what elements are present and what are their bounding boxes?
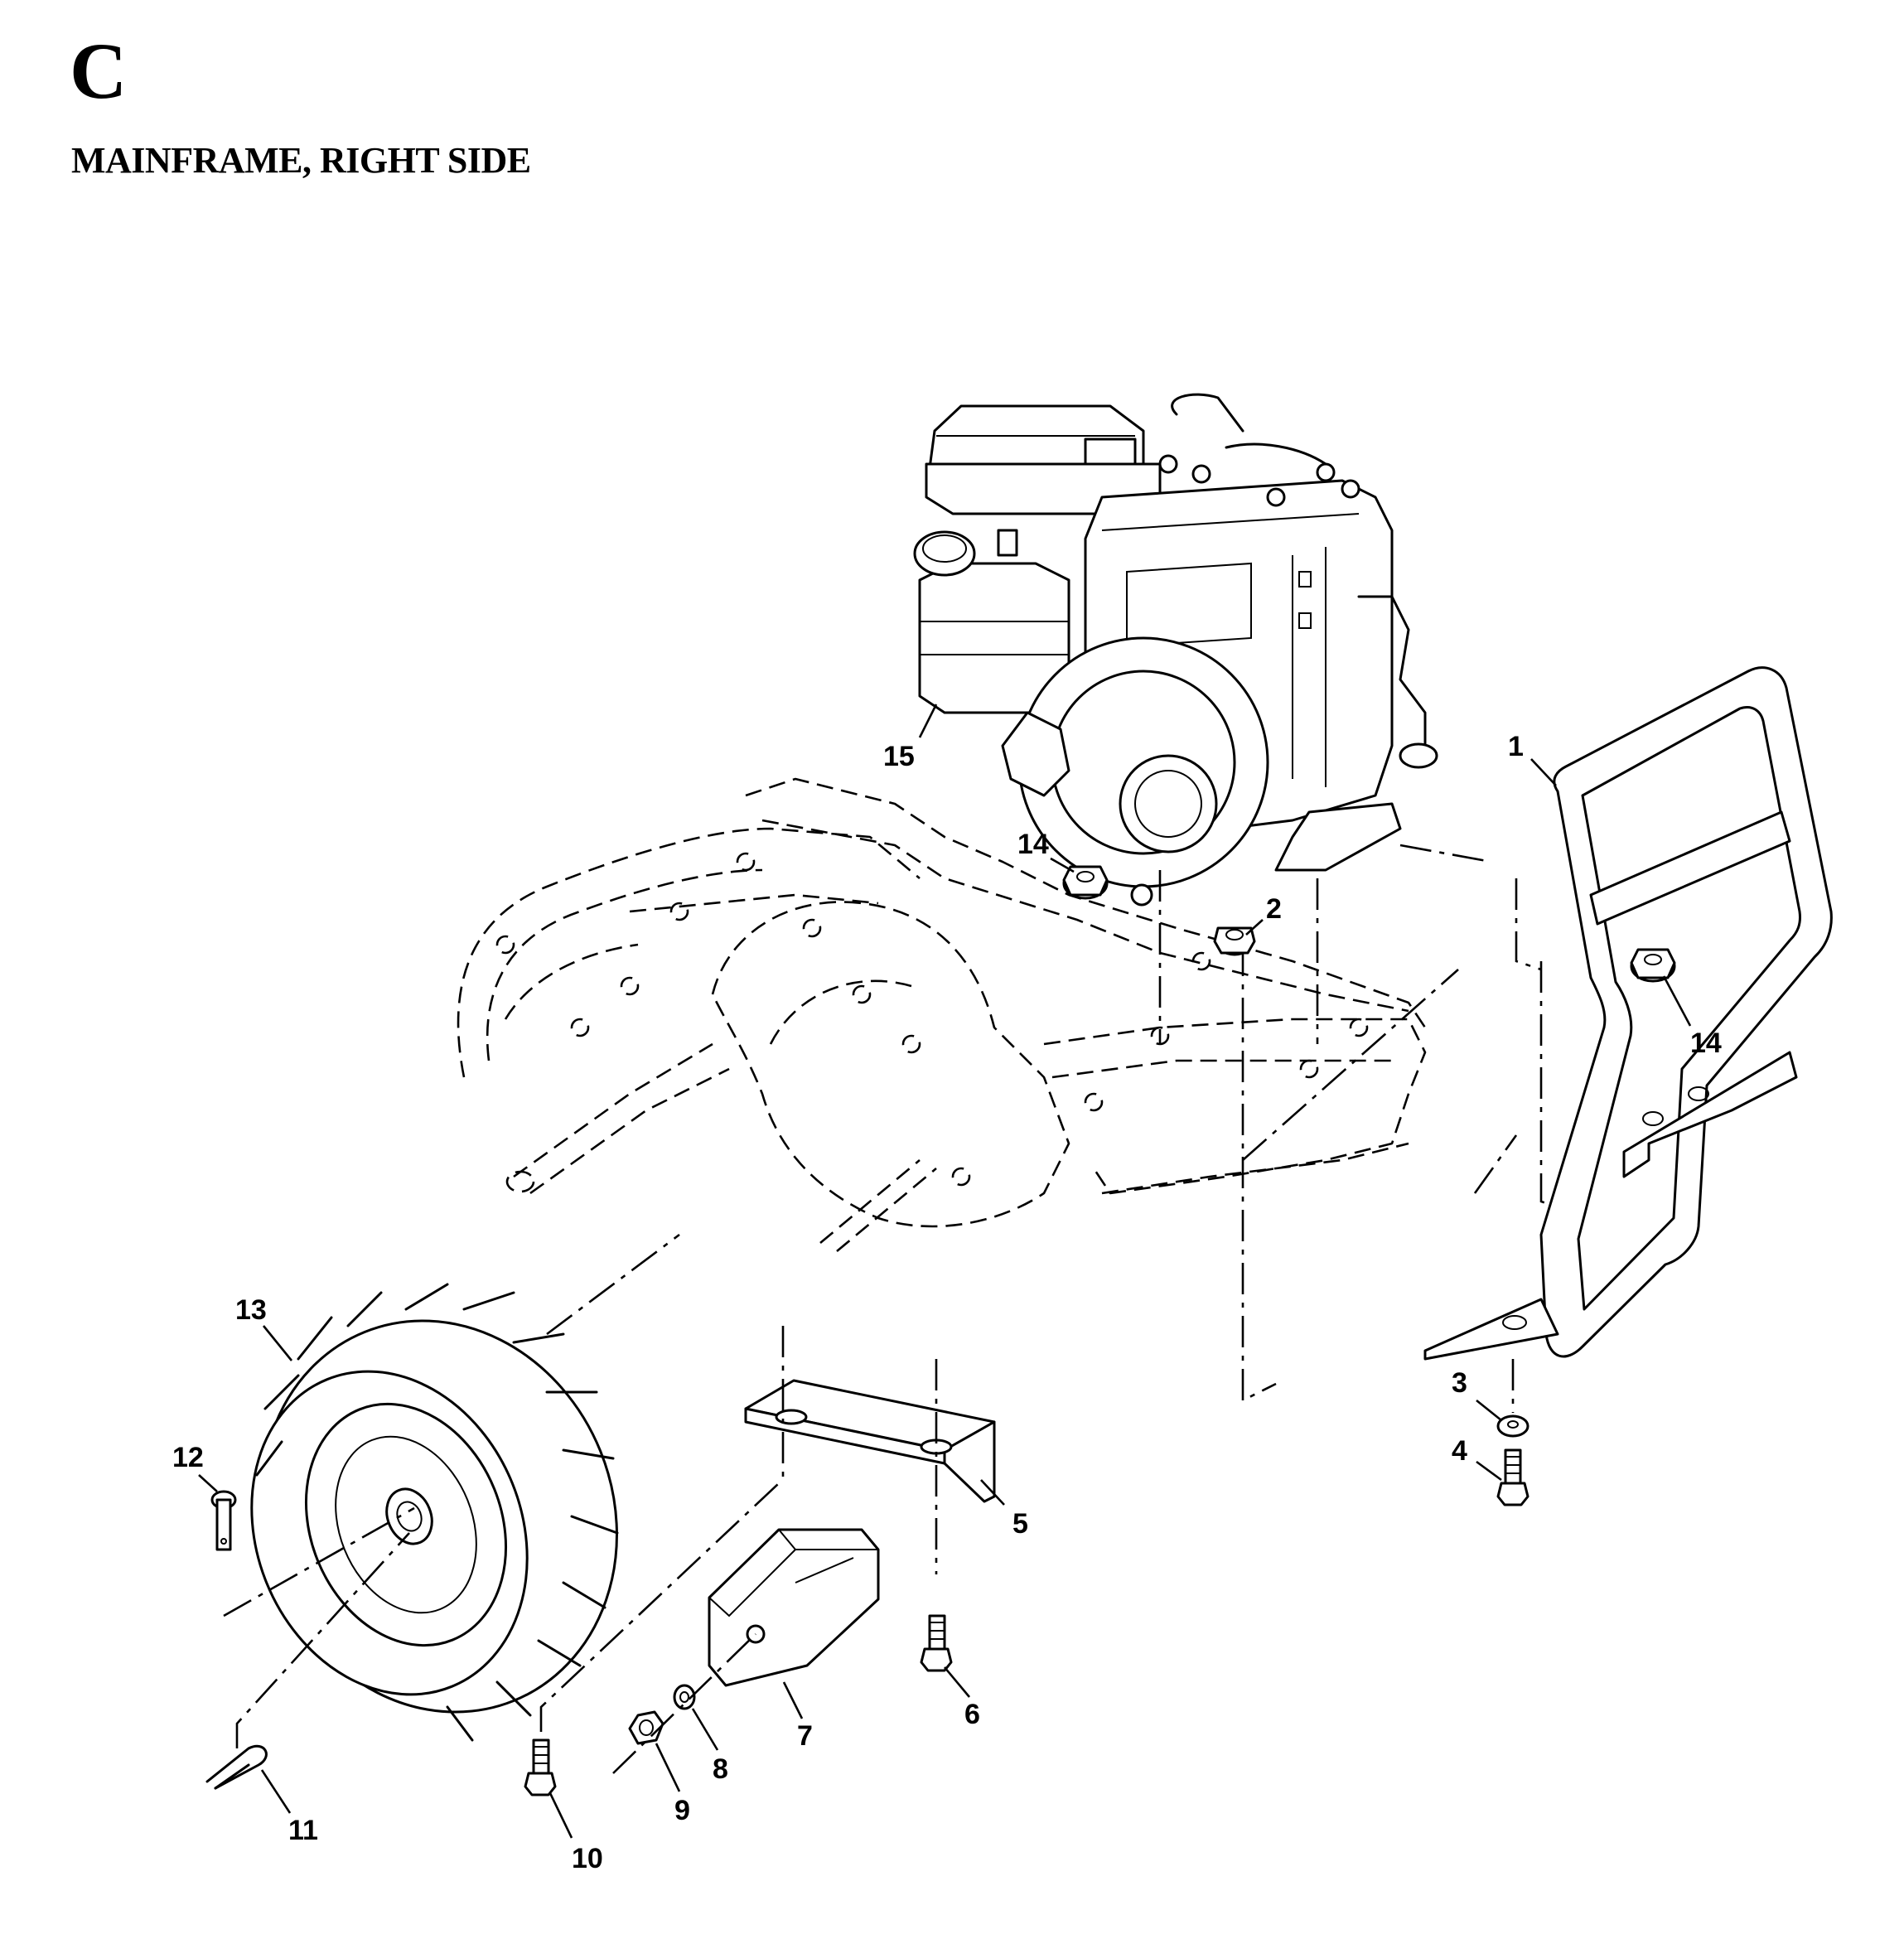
callout-8: 8	[713, 1753, 728, 1785]
leader-3	[1476, 1399, 1502, 1422]
weight-7	[708, 1528, 880, 1687]
leader-6	[944, 1666, 970, 1698]
hairpin-clip-11	[205, 1744, 268, 1790]
section-title: MAINFRAME, RIGHT SIDE	[71, 140, 531, 181]
leader-12	[198, 1474, 218, 1492]
leader-2	[1245, 919, 1264, 936]
callout-12: 12	[172, 1442, 204, 1473]
wheel-13	[250, 1283, 619, 1742]
axle-centerline-1	[1242, 969, 1459, 1161]
callout-14-left: 14	[1017, 829, 1049, 860]
callout-10: 10	[572, 1843, 603, 1874]
callout-11: 11	[288, 1815, 318, 1846]
leader-9	[655, 1743, 681, 1792]
part-11-centerline	[235, 1532, 410, 1748]
nut-2	[1213, 926, 1256, 956]
leader-5	[980, 1479, 1005, 1506]
callout-5: 5	[1012, 1508, 1028, 1540]
part-10-centerline	[539, 1482, 780, 1732]
callout-15: 15	[883, 741, 915, 772]
leader-11	[260, 1769, 292, 1814]
callout-13: 13	[235, 1294, 267, 1326]
axle-centerline-2	[1473, 1134, 1518, 1194]
part-12-centerline	[223, 1506, 415, 1617]
part-2-centerline	[1241, 945, 1277, 1403]
lock-washer-8	[673, 1684, 696, 1710]
bolt-4	[1496, 1448, 1529, 1506]
callout-2: 2	[1266, 893, 1282, 925]
nut-9	[628, 1710, 664, 1745]
front-guard-1	[1423, 666, 1833, 1361]
mainframe-phantom	[457, 777, 1427, 1252]
flange-nut-14-right	[1630, 948, 1676, 983]
bracket-5	[744, 1379, 996, 1503]
leader-8	[691, 1708, 719, 1751]
leader-13	[262, 1325, 293, 1361]
leader-14a	[1050, 857, 1075, 873]
guard-centerline-2	[1515, 878, 1542, 971]
flange-nut-14-left	[1062, 865, 1109, 900]
callout-14-right: 14	[1690, 1028, 1722, 1059]
leader-7	[782, 1681, 804, 1719]
washer-3	[1496, 1414, 1529, 1438]
callout-4: 4	[1452, 1435, 1467, 1467]
bolt-10	[524, 1738, 557, 1796]
section-letter: C	[70, 27, 128, 115]
leader-4	[1476, 1460, 1502, 1482]
callout-7: 7	[797, 1720, 813, 1752]
guard-centerline-1	[1399, 844, 1492, 863]
callout-6: 6	[964, 1699, 980, 1730]
part-7-centerline	[612, 1633, 756, 1774]
bolt-6	[920, 1614, 953, 1672]
engine-15	[913, 393, 1438, 907]
wheel-axle-centerline	[546, 1233, 680, 1336]
callout-1: 1	[1508, 731, 1524, 762]
leader-1	[1530, 758, 1557, 786]
callout-3: 3	[1452, 1367, 1467, 1399]
leader-10	[548, 1792, 573, 1839]
leader-14b	[1662, 975, 1692, 1027]
leader-15	[918, 704, 938, 738]
callout-9: 9	[674, 1795, 690, 1826]
clevis-pin-12	[210, 1490, 237, 1551]
